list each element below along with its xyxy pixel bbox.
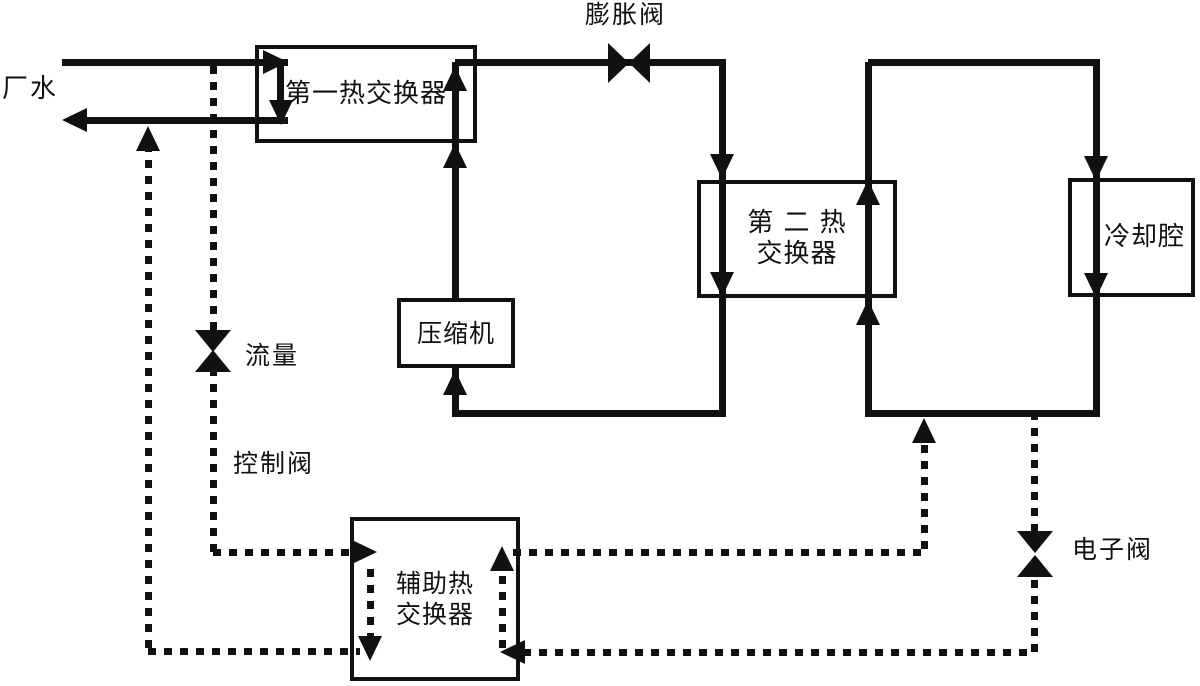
arrow-return-out-icon <box>62 108 87 132</box>
pipe-dotted-aux-outlet-bottom <box>148 648 360 655</box>
arrow-dotted-into-loop-icon <box>912 418 936 443</box>
pipe-dotted-above-electronic-valve <box>1031 417 1038 532</box>
arrow-first-hx-inner-down-icon <box>269 100 293 125</box>
pipe-plant-water-supply <box>62 59 288 66</box>
pipe-compressor-to-first-hx <box>452 62 459 298</box>
pipe-cooling-loop-top <box>868 59 1100 66</box>
first-heat-exchanger-box: 第一热交换器 <box>255 45 477 143</box>
electronic-valve-label: 电子阀 <box>1072 535 1154 564</box>
arrow-into-cooling-chamber-icon <box>1084 156 1108 181</box>
auxiliary-heat-exchanger-box: 辅助热 交换器 <box>350 517 520 681</box>
auxiliary-heat-exchanger-label-line2: 交换器 <box>395 600 474 629</box>
arrow-into-compressor-icon <box>443 370 467 395</box>
flow-control-valve-label-line1: 流量 <box>245 341 300 370</box>
pipe-dotted-upper-right <box>513 549 928 556</box>
pipe-cooling-loop-bottom <box>865 410 1100 417</box>
arrow-into-second-hx-top-icon <box>710 154 734 179</box>
second-heat-exchanger-label-line1: 第 二 热 <box>747 208 847 238</box>
arrow-out-cooling-chamber-icon <box>1084 273 1108 298</box>
pipe-cooling-loop-left <box>865 62 872 413</box>
flow-control-valve-label-line2: 控制阀 <box>233 449 315 478</box>
arrow-out-second-hx-bottom-icon <box>710 272 734 297</box>
pipe-refrigerant-top <box>455 59 726 66</box>
pipe-dotted-tap-below-valve <box>210 372 217 552</box>
pipe-dotted-riser-to-loop <box>921 440 928 549</box>
arrow-into-first-hx-bottom-icon <box>443 143 467 168</box>
pipe-dotted-tap-above-valve <box>210 66 217 330</box>
arrow-into-aux-hx-right-icon <box>500 640 525 664</box>
pipe-dotted-aux-inner-right <box>499 560 506 648</box>
pipe-dotted-aux-inner-left <box>367 563 374 641</box>
flow-control-valve-icon <box>195 330 231 372</box>
arrow-supply-into-first-hx-icon <box>263 50 288 74</box>
electronic-valve-icon <box>1017 531 1053 577</box>
arrow-aux-hx-inner-down-icon <box>358 636 382 661</box>
first-heat-exchanger-label: 第一热交换器 <box>284 78 447 109</box>
pipe-plant-water-return <box>84 117 288 124</box>
pipe-dotted-below-electronic-valve <box>1031 577 1038 652</box>
auxiliary-heat-exchanger-label-line1: 辅助热 <box>395 569 474 598</box>
pipe-first-hx-inner-down <box>277 62 284 108</box>
arrow-first-hx-top-up-icon <box>443 66 467 91</box>
pipe-refrigerant-bottom <box>455 410 726 417</box>
pipe-dotted-lower-right <box>523 649 1035 656</box>
arrow-aux-hx-inner-up-icon <box>490 546 514 571</box>
arrow-into-second-hx-right-icon <box>856 300 880 325</box>
second-heat-exchanger-label-line2: 交换器 <box>756 239 838 269</box>
pipe-cooling-loop-right <box>1093 62 1100 413</box>
compressor-label: 压缩机 <box>416 318 495 348</box>
arrow-out-second-hx-right-top-icon <box>856 180 880 205</box>
plant-water-label: 厂水 <box>2 74 59 104</box>
cooling-chamber-label: 冷却腔 <box>1103 222 1185 252</box>
arrow-dotted-into-return-icon <box>136 126 160 151</box>
expansion-valve-label: 膨胀阀 <box>585 0 667 29</box>
pipe-dotted-to-aux-inlet <box>213 549 353 556</box>
compressor-box: 压缩机 <box>397 298 515 368</box>
pipe-dotted-return-riser <box>145 148 152 648</box>
pipe-expansion-to-second-hx <box>719 62 726 413</box>
arrow-into-aux-hx-left-icon <box>352 540 377 564</box>
expansion-valve-icon <box>608 43 650 83</box>
